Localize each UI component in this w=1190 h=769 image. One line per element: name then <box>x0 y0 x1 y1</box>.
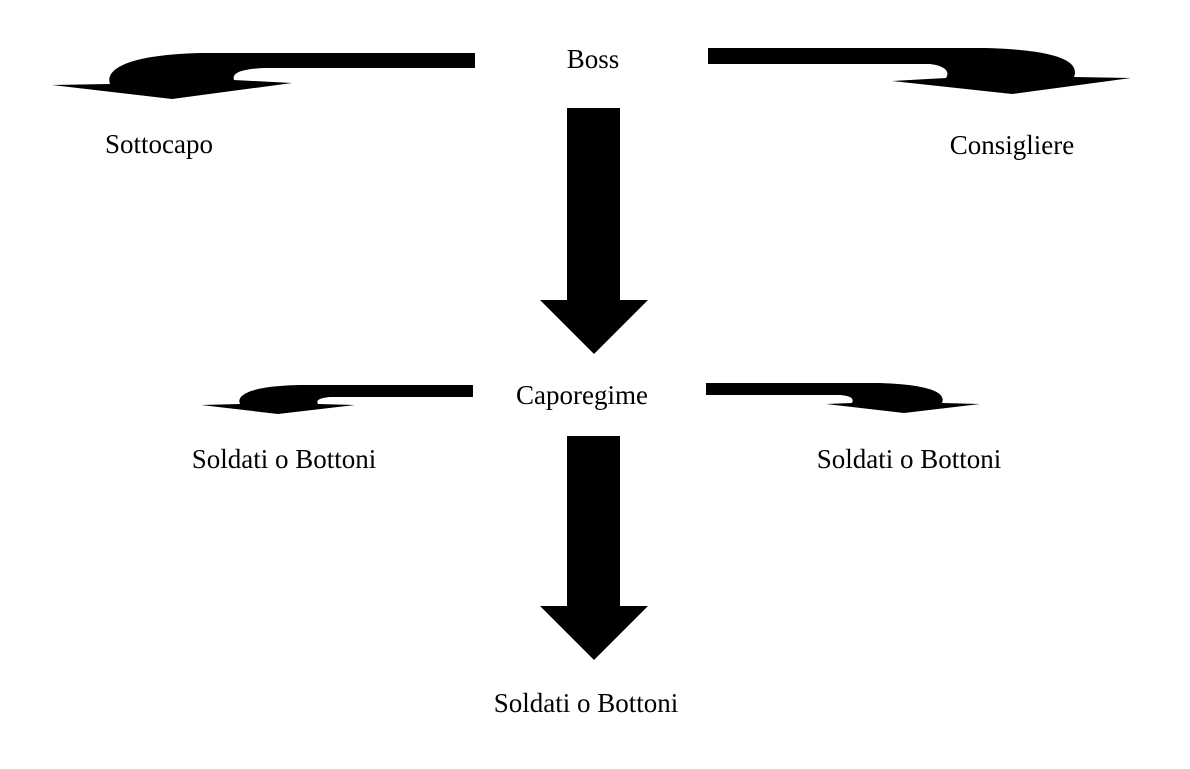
node-soldati-bottom: Soldati o Bottoni <box>493 688 679 718</box>
arrow-boss-to-sottocapo <box>52 53 475 99</box>
node-consigliere: Consigliere <box>949 130 1075 160</box>
node-soldati-right: Soldati o Bottoni <box>816 444 1002 474</box>
node-sottocapo: Sottocapo <box>105 129 213 159</box>
arrow-boss-to-consigliere <box>708 48 1131 94</box>
node-caporegime: Caporegime <box>516 380 648 410</box>
arrow-caporegime-to-soldati-bottom <box>540 436 648 660</box>
node-boss: Boss <box>566 44 620 74</box>
arrow-caporegime-to-soldati-left <box>201 385 473 414</box>
arrow-caporegime-to-soldati-right <box>706 383 980 413</box>
node-soldati-left: Soldati o Bottoni <box>191 444 377 474</box>
arrow-boss-to-caporegime <box>540 108 648 354</box>
